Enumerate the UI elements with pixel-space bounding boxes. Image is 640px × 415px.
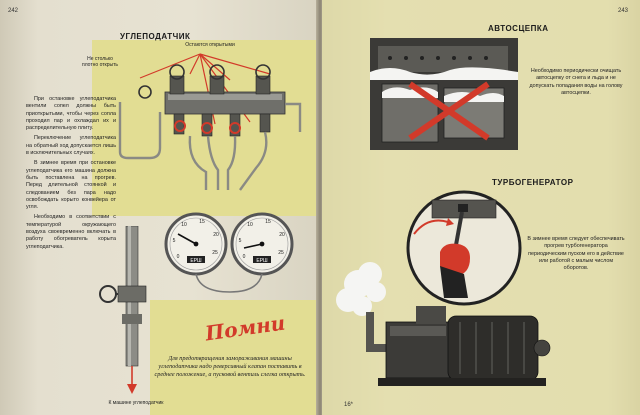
gauge-tick-15: 15 (199, 219, 205, 225)
left-text-block: При остановке углеподатчика вентили сопе… (26, 96, 116, 254)
turbo-text: В зимнее время следует обеспечивать прог… (527, 236, 625, 272)
pressure-gauges-illustration: ЕРШ ЕРШ 0 5 10 15 20 25 0 5 10 15 20 25 (164, 212, 294, 293)
left-page: 242 УГЛЕПОДАТЧИК Не столько плотно откры… (0, 0, 318, 415)
gauge-tick-5: 5 (173, 238, 176, 244)
gauge2-tick-10: 10 (247, 222, 253, 228)
paragraph-3: В зимнее время при остановке углеподатчи… (26, 160, 116, 211)
turbogenerator-illustration (336, 262, 551, 386)
gauge2-tick-15: 15 (265, 219, 271, 225)
label-open: Остаются открытыми (185, 42, 235, 48)
page-number-right: 243 (618, 8, 629, 14)
gauge-tick-0: 0 (177, 254, 180, 260)
pipe-valve-illustration (99, 226, 147, 394)
label-to-injector: К машине углеподатчик (108, 400, 164, 406)
footer-mark: 16* (344, 402, 354, 408)
gauge2-tick-20: 20 (279, 232, 285, 238)
paragraph-4: Необходимо в соответствии с температурой… (26, 214, 116, 250)
page-number-left: 242 (8, 8, 19, 14)
gauge2-tick-5: 5 (239, 238, 242, 244)
heading-injector: УГЛЕПОДАТЧИК (120, 32, 191, 41)
valve-manifold-illustration (118, 53, 302, 191)
gauge-tick-10: 10 (181, 222, 187, 228)
right-page: 243 АВТОСЦЕПКА Необходимо периодически о… (322, 0, 640, 415)
turbo-lever-inset (406, 190, 522, 306)
gauge-tick-20: 20 (213, 232, 219, 238)
heading-coupler: АВТОСЦЕПКА (488, 24, 549, 33)
coupler-illustration (370, 38, 518, 150)
gauge2-tick-0: 0 (243, 254, 246, 260)
paragraph-2: Переключение углеподатчика на обратный х… (26, 135, 116, 157)
yellow-panel-left-bottom (150, 300, 318, 415)
gauge-tick-25: 25 (212, 250, 218, 256)
gauge-brand-right: ЕРШ (256, 258, 268, 264)
paragraph-1: При остановке углеподатчика вентили сопе… (26, 96, 116, 132)
remember-text: Для предотвращения замораживания машины … (154, 355, 306, 378)
gauge2-tick-25: 25 (278, 250, 284, 256)
heading-turbo: ТУРБОГЕНЕРАТОР (492, 178, 574, 187)
label-close-tight: Не столько плотно открыть (82, 56, 118, 68)
coupler-text: Необходимо периодически очищать автосцеп… (529, 68, 623, 96)
gauge-brand-left: ЕРШ (190, 258, 202, 264)
book-gutter (316, 0, 324, 415)
